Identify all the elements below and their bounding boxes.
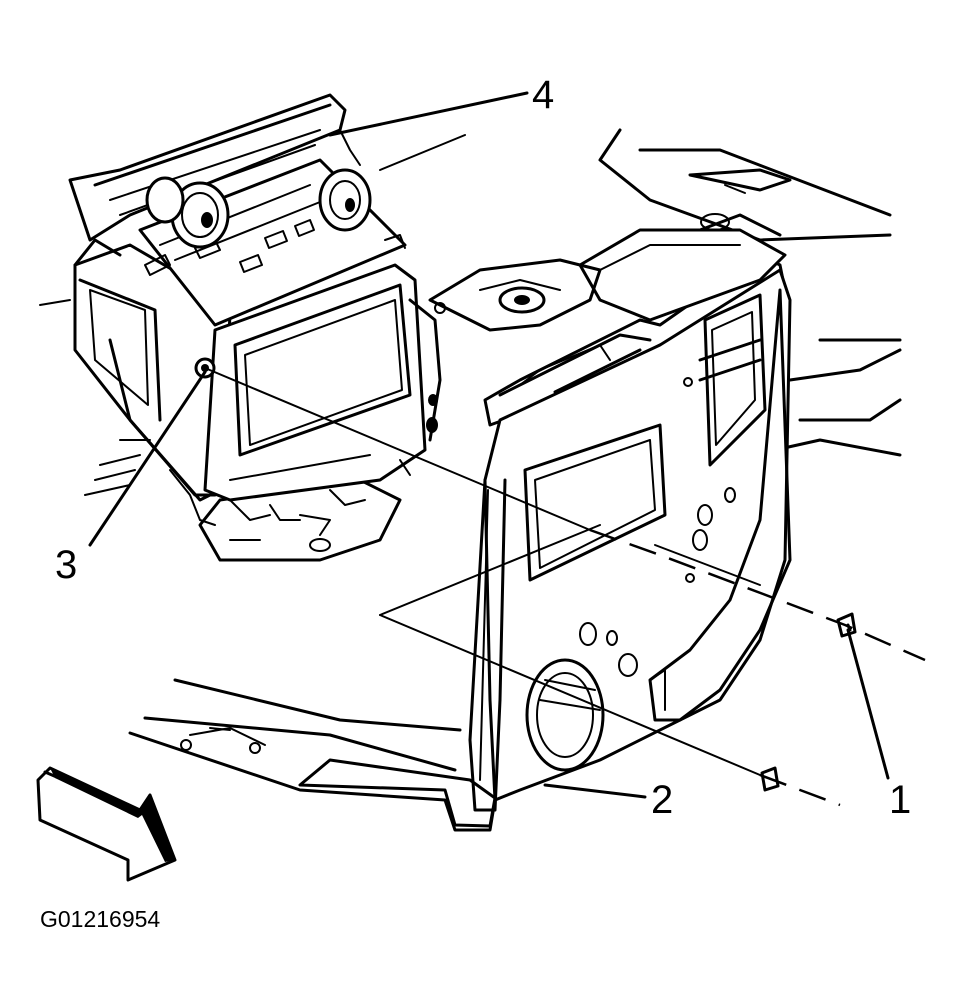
floor-mounts <box>428 258 602 332</box>
callout-label-2: 2 <box>651 778 674 822</box>
callout-label-3: 3 <box>55 543 78 587</box>
exploded-view-lines <box>204 367 926 807</box>
leader-lines <box>39 91 890 799</box>
leader-1 <box>846 628 890 780</box>
module-assembly <box>68 93 446 562</box>
leader-2 <box>543 783 647 799</box>
figure-id: G01216954 <box>40 906 161 932</box>
right-floor-rail <box>598 128 902 457</box>
front-direction-arrow-icon <box>36 766 177 882</box>
leader-4 <box>328 91 529 137</box>
leader-3 <box>88 370 207 547</box>
callout-label-1: 1 <box>889 778 912 822</box>
bracket-panel-part-2 <box>468 228 792 812</box>
callout-label-4: 4 <box>532 73 555 117</box>
